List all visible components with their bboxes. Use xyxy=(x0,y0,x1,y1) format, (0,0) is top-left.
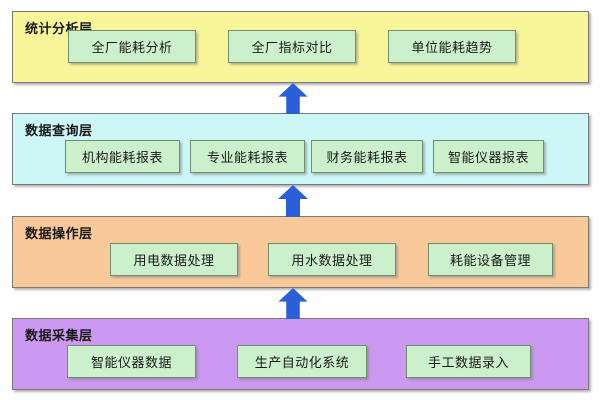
node-label: 耗能设备管理 xyxy=(449,254,531,269)
node-box[interactable]: 专业能耗报表 xyxy=(190,140,305,173)
node-box[interactable]: 手工数据录入 xyxy=(406,345,531,378)
node-label: 专业能耗报表 xyxy=(206,151,288,166)
node-box[interactable]: 智能仪器报表 xyxy=(433,140,544,173)
node-label: 手工数据录入 xyxy=(427,356,509,371)
node-label: 用水数据处理 xyxy=(291,254,373,269)
node-label: 智能仪器报表 xyxy=(447,151,529,166)
node-label: 智能仪器数据 xyxy=(90,356,172,371)
node-box[interactable]: 耗能设备管理 xyxy=(428,243,553,276)
up-arrow-icon xyxy=(277,185,309,217)
node-label: 机构能耗报表 xyxy=(81,151,163,166)
layer-title-data-collection: 数据采集层 xyxy=(25,329,93,344)
node-box[interactable]: 机构能耗报表 xyxy=(65,140,180,173)
node-label: 单位能耗趋势 xyxy=(411,41,493,56)
node-label: 全厂指标对比 xyxy=(251,41,333,56)
node-label: 生产自动化系统 xyxy=(254,356,350,371)
layer-title-data-query: 数据查询层 xyxy=(25,124,93,139)
node-box[interactable]: 用水数据处理 xyxy=(268,243,396,276)
node-box[interactable]: 智能仪器数据 xyxy=(67,345,196,378)
node-box[interactable]: 用电数据处理 xyxy=(110,243,238,276)
node-label: 财务能耗报表 xyxy=(326,151,408,166)
layer-title-data-operation: 数据操作层 xyxy=(25,227,93,242)
node-box[interactable]: 单位能耗趋势 xyxy=(388,30,516,63)
node-box[interactable]: 全厂指标对比 xyxy=(228,30,356,63)
node-box[interactable]: 财务能耗报表 xyxy=(311,140,423,173)
node-box[interactable]: 生产自动化系统 xyxy=(237,345,367,378)
up-arrow-icon xyxy=(277,83,309,114)
up-arrow-icon xyxy=(277,288,309,319)
node-box[interactable]: 全厂能耗分析 xyxy=(68,30,196,63)
node-label: 全厂能耗分析 xyxy=(91,41,173,56)
node-label: 用电数据处理 xyxy=(133,254,215,269)
